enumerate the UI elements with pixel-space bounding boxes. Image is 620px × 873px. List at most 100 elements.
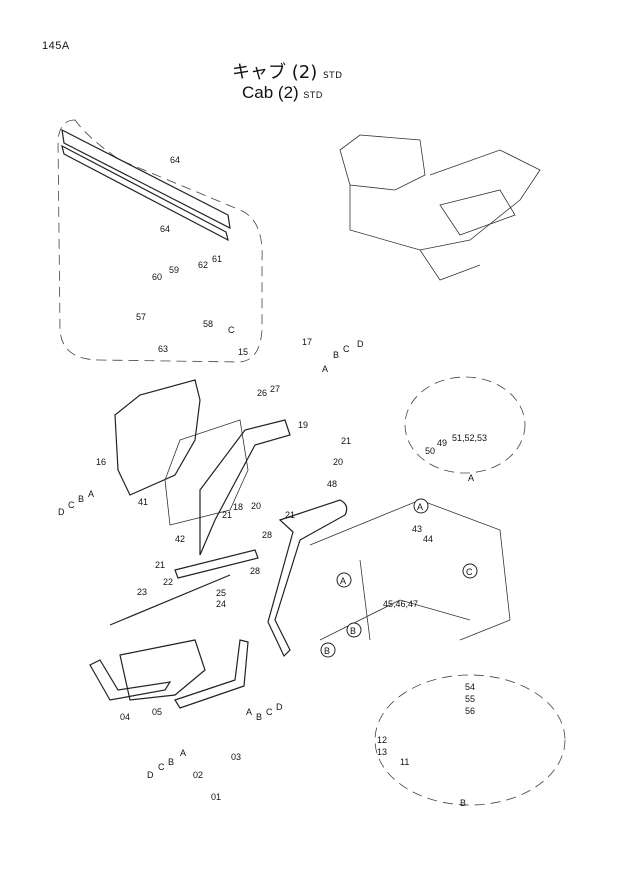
part-label: 51,52,53 xyxy=(452,433,487,443)
part-label: 64 xyxy=(160,224,170,234)
circled-ref-a xyxy=(336,572,352,588)
circled-ref-label: C xyxy=(466,567,473,577)
letter-label: A xyxy=(88,489,94,499)
part-label: 17 xyxy=(302,337,312,347)
grab-handle-06 xyxy=(174,639,249,709)
letter-label: C xyxy=(158,762,165,772)
circled-ref-label: B xyxy=(350,626,356,636)
part-label: 54 xyxy=(465,682,475,692)
part-label: 63 xyxy=(158,344,168,354)
part-label: 50 xyxy=(425,446,435,456)
door-glass-42 xyxy=(164,419,249,526)
title-jp-suffix: STD xyxy=(322,71,343,81)
part-label: 44 xyxy=(423,534,433,544)
circled-ref-label: B xyxy=(324,646,330,656)
handrail-48 xyxy=(267,499,348,658)
part-label: 21 xyxy=(155,560,165,570)
part-label: 41 xyxy=(138,497,148,507)
letter-label: C xyxy=(343,344,350,354)
part-label: 58 xyxy=(203,319,213,329)
title-en-suffix: STD xyxy=(303,90,323,100)
part-label: 20 xyxy=(251,501,261,511)
door-frame-41 xyxy=(114,379,201,496)
detail-a-outline xyxy=(404,376,526,474)
circled-ref-c xyxy=(462,563,478,579)
part-label: 49 xyxy=(437,438,447,448)
part-label: 11 xyxy=(400,757,409,767)
part-label: 48 xyxy=(327,479,337,489)
part-label: 27 xyxy=(270,384,280,394)
letter-label: D xyxy=(147,770,154,780)
part-label: 03 xyxy=(231,752,241,762)
letter-label: B xyxy=(168,757,174,767)
frame-15 xyxy=(199,419,291,556)
letter-label: C xyxy=(266,707,273,717)
letter-label: D xyxy=(58,507,65,517)
part-label: 64 xyxy=(170,155,180,165)
cab-seat-sketch xyxy=(439,189,516,236)
part-label: 28 xyxy=(262,530,272,540)
part-label: 21 xyxy=(222,510,232,520)
part-label: 57 xyxy=(136,312,146,322)
bar-28 xyxy=(174,549,259,579)
circled-ref-b xyxy=(320,642,336,658)
rail-64 xyxy=(61,128,231,230)
part-label: 56 xyxy=(465,706,475,716)
letter-label: B xyxy=(78,494,84,504)
page-code: 145A xyxy=(42,40,70,52)
part-label: 28 xyxy=(250,566,260,576)
part-label: 21 xyxy=(341,436,351,446)
part-label: 59 xyxy=(169,265,179,275)
part-label: 61 xyxy=(212,254,222,264)
letter-label: B xyxy=(333,350,339,360)
part-label: 13 xyxy=(377,747,387,757)
part-label: 45,46,47 xyxy=(383,599,418,609)
letter-label: C xyxy=(68,500,75,510)
part-label: 01 xyxy=(211,792,221,802)
letter-label: D xyxy=(276,702,283,712)
title-en-text: Cab (2) xyxy=(242,83,299,102)
circled-ref-a xyxy=(413,498,429,514)
cab-body-sketch xyxy=(339,134,541,281)
part-label: 60 xyxy=(152,272,162,282)
part-label: 22 xyxy=(163,577,173,587)
part-label: 19 xyxy=(298,420,308,430)
letter-label: A xyxy=(246,707,252,717)
cab-frame-right xyxy=(309,499,511,641)
part-label: 16 xyxy=(96,457,106,467)
part-label: 15 xyxy=(238,347,248,357)
letter-label: A xyxy=(468,473,474,483)
letter-label: B xyxy=(460,798,466,808)
part-label: 42 xyxy=(175,534,185,544)
part-label: 23 xyxy=(137,587,147,597)
part-label: 05 xyxy=(152,707,162,717)
letter-label: A xyxy=(180,748,186,758)
part-label: 55 xyxy=(465,694,475,704)
circled-ref-label: A xyxy=(340,576,346,586)
part-label: 26 xyxy=(257,388,267,398)
rail-64-lower xyxy=(61,144,229,242)
letter-label: B xyxy=(256,712,262,722)
letter-label: D xyxy=(357,339,364,349)
grab-handle-04 xyxy=(89,659,172,701)
part-label: 04 xyxy=(120,712,130,722)
letter-label: C xyxy=(228,325,235,335)
letter-label: A xyxy=(322,364,328,374)
part-label: 02 xyxy=(193,770,203,780)
part-label: 12 xyxy=(377,735,387,745)
part-label: 21 xyxy=(285,510,295,520)
rod-23 xyxy=(109,574,231,626)
panel-05 xyxy=(119,639,206,701)
title-english: Cab (2) STD xyxy=(242,83,323,103)
part-label: 62 xyxy=(198,260,208,270)
detail-b-outline xyxy=(374,674,566,806)
circled-ref-b xyxy=(346,622,362,638)
title-jp-text: キャブ (2) xyxy=(232,62,318,83)
part-label: 20 xyxy=(333,457,343,467)
title-japanese: キャブ (2) STD xyxy=(232,58,343,84)
circled-ref-label: A xyxy=(417,502,423,512)
part-label: 25 xyxy=(216,588,226,598)
part-label: 43 xyxy=(412,524,422,534)
part-label: 18 xyxy=(233,502,243,512)
